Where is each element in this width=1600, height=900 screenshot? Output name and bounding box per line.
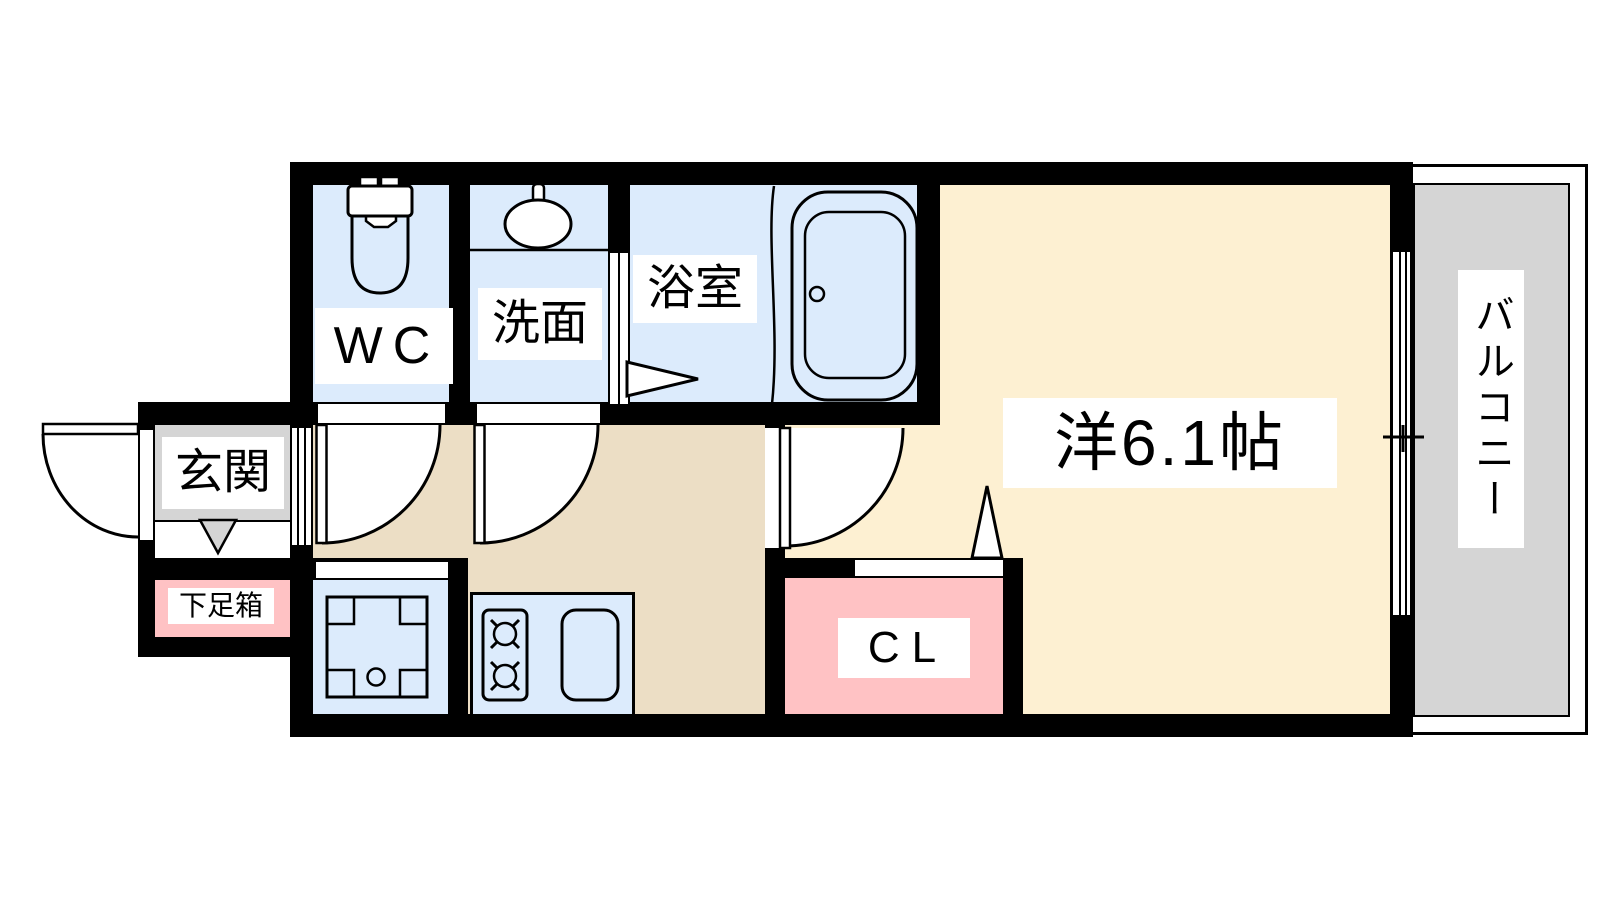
laundry-door-opening <box>316 560 448 580</box>
entrance-door-opening <box>138 430 155 540</box>
entrance-label-text: 玄関 <box>174 446 271 499</box>
main-room-label-text: 洋6.1帖 <box>1054 407 1286 479</box>
bathroom-label: 浴室 <box>633 255 757 323</box>
balcony-label-text: バルコニー <box>1469 294 1513 524</box>
wall-closet-right <box>1003 558 1023 737</box>
wc-door-opening <box>318 402 445 425</box>
wall-bottom <box>290 714 1413 737</box>
entrance-label: 玄関 <box>162 437 284 509</box>
wall-wc-right <box>449 183 470 407</box>
entrance-door-swing-icon <box>41 422 140 539</box>
wc-label-text: WC <box>333 317 441 375</box>
wall-laundry-right <box>448 558 468 737</box>
window-sash-line-2 <box>1405 252 1407 615</box>
closet-door-opening <box>855 558 1003 578</box>
shoe-box-label: 下足箱 <box>168 588 274 624</box>
closet-label: CL <box>838 618 970 678</box>
bathroom-label-text: 浴室 <box>646 262 743 315</box>
window-sash-line-1 <box>1399 252 1401 615</box>
balcony-window-opening <box>1390 252 1413 615</box>
main-room-label: 洋6.1帖 <box>1003 398 1337 488</box>
wall-entrance-bottom <box>138 637 313 657</box>
wc-label: WC <box>315 308 453 384</box>
passage-step-line-2 <box>304 428 306 545</box>
entrance-passage-opening <box>290 428 313 545</box>
wall-top <box>290 162 1413 185</box>
shoe-box-label-text: 下足箱 <box>178 590 263 621</box>
washroom-label-text: 洗面 <box>491 297 588 350</box>
wall-bathroom-right <box>917 162 940 425</box>
kitchen-counter <box>470 592 635 717</box>
bathroom-door-leaf-line <box>618 253 620 404</box>
washroom-label: 洗面 <box>478 288 602 360</box>
laundry-room-floor <box>311 578 451 718</box>
closet-label-text: CL <box>867 623 949 672</box>
washroom-door-opening <box>477 402 600 425</box>
balcony-label: バルコニー <box>1458 270 1524 548</box>
room-door-opening <box>765 428 785 548</box>
corridor-floor-upper <box>313 425 785 580</box>
bathroom-door-opening <box>608 253 630 404</box>
entrance-step <box>155 520 290 558</box>
passage-step-line-1 <box>297 428 299 545</box>
